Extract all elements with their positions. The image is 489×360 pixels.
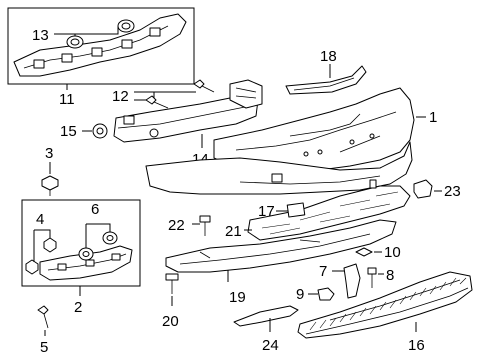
impact-bar-part-14	[113, 79, 263, 143]
leader-13b	[54, 33, 76, 36]
callout-6: 6	[91, 201, 99, 218]
bolt-part-12	[145, 79, 215, 109]
molding-part-18	[285, 65, 367, 95]
callout-4: 4	[36, 211, 44, 228]
callout-2: 2	[74, 299, 82, 316]
trim-strip-part-24	[233, 305, 299, 327]
pad-part-10	[355, 247, 373, 257]
reflector-part-17	[286, 202, 306, 218]
bracket-part-7	[343, 263, 361, 299]
bracket-part-2	[39, 245, 133, 281]
energy-absorber-part-16	[297, 271, 473, 339]
callout-24: 24	[262, 337, 279, 354]
callout-12: 12	[112, 88, 129, 105]
bracket-part-11	[13, 13, 187, 77]
clip-part-6	[78, 231, 118, 261]
bolt-part-8	[367, 267, 377, 288]
nut-part-4	[25, 237, 57, 275]
callout-20: 20	[162, 313, 179, 330]
detail-box-11: 13	[7, 7, 195, 85]
callout-21: 21	[225, 223, 242, 240]
callout-17: 17	[258, 203, 275, 220]
callout-3: 3	[45, 145, 53, 162]
callout-7: 7	[319, 263, 327, 280]
leader-6	[85, 223, 111, 248]
callout-9: 9	[296, 286, 304, 303]
bracket-part-23	[413, 179, 433, 199]
retainer-part-15	[92, 123, 108, 139]
bolt-part-5	[37, 305, 49, 329]
screw-part-3	[41, 175, 59, 196]
callout-15: 15	[60, 123, 77, 140]
callout-5: 5	[40, 339, 48, 356]
callout-19: 19	[229, 289, 246, 306]
clip-part-13	[66, 19, 135, 49]
leader-4	[33, 229, 51, 262]
clip-part-9	[317, 287, 335, 301]
callout-10: 10	[384, 244, 401, 261]
screw-part-22	[199, 215, 211, 236]
callout-16: 16	[408, 337, 425, 354]
callout-23: 23	[444, 183, 461, 200]
callout-22: 22	[168, 217, 185, 234]
screw-part-20	[165, 273, 179, 294]
callout-8: 8	[386, 267, 394, 284]
callout-1: 1	[429, 109, 437, 126]
detail-box-2: 4 6	[21, 199, 141, 287]
bumper-fascia-part-1	[145, 87, 415, 195]
lower-valance-part-19	[165, 219, 397, 273]
callout-11: 11	[59, 91, 75, 108]
callout-13: 13	[32, 27, 49, 44]
underbody-shield-part-21	[247, 179, 411, 241]
callout-18: 18	[320, 48, 337, 65]
leader-12	[134, 91, 196, 101]
